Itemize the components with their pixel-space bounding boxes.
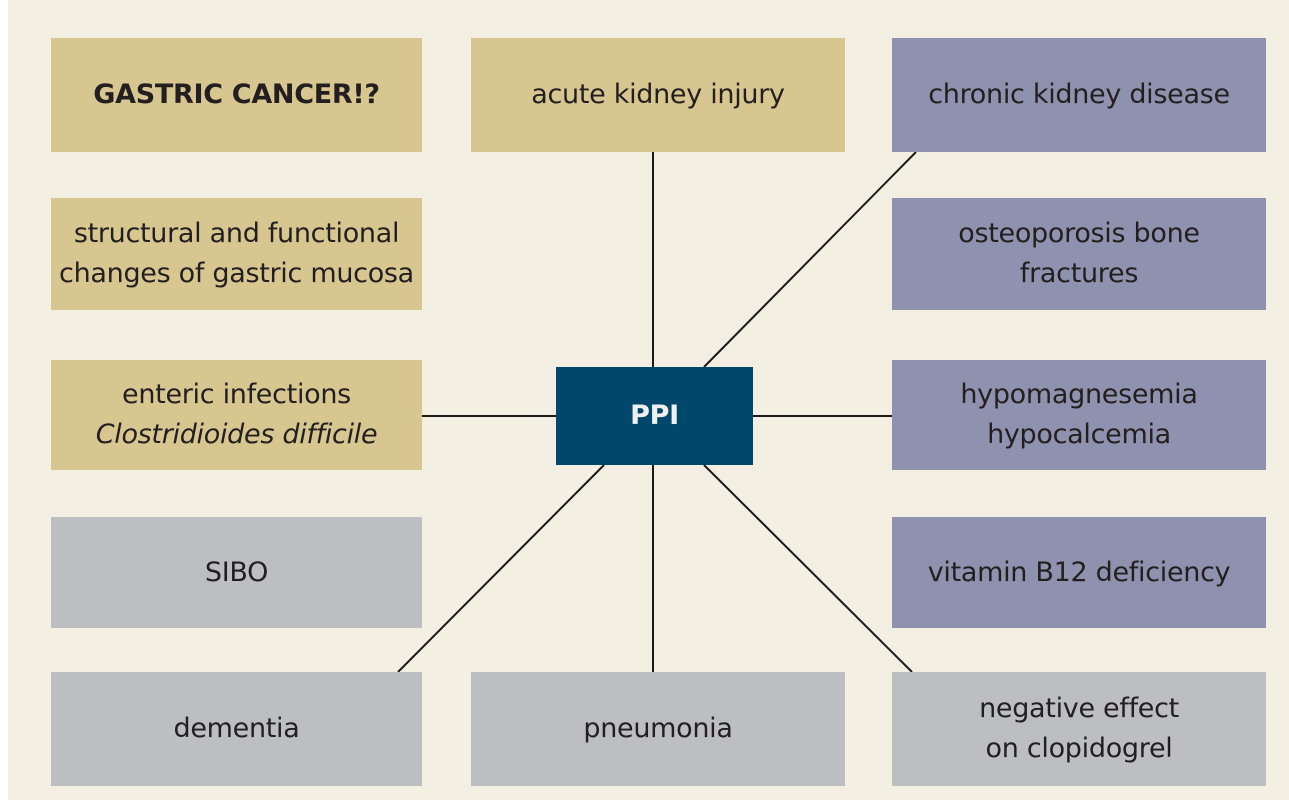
- node-sibo-text: SIBO: [204, 556, 269, 588]
- node-dementia: dementia: [51, 672, 422, 786]
- node-vitamin-b12-text: vitamin B12 deficiency: [927, 556, 1231, 588]
- node-enteric-infections-line-2: Clostridioides difficile: [95, 419, 378, 450]
- node-sibo: SIBO: [51, 517, 422, 628]
- node-osteoporosis: osteoporosis bone fractures: [892, 198, 1266, 310]
- node-pneumonia: pneumonia: [471, 672, 845, 786]
- node-chronic-kidney-disease: chronic kidney disease: [892, 38, 1266, 152]
- node-pneumonia-text: pneumonia: [583, 713, 733, 744]
- node-hypomagnesemia: hypomagnesemia hypocalcemia: [892, 360, 1266, 470]
- node-gastric-cancer-text: GASTRIC CANCER!?: [93, 79, 380, 110]
- node-dementia-text: dementia: [173, 713, 300, 744]
- node-ppi-center: PPI: [556, 367, 753, 465]
- node-clopidogrel: negative effect on clopidogrel: [892, 672, 1266, 786]
- node-acute-kidney-injury-text: acute kidney injury: [531, 79, 785, 110]
- node-gastric-mucosa-line-1: structural and functional: [73, 218, 400, 249]
- node-gastric-mucosa: structural and functional changes of gas…: [51, 198, 422, 310]
- connector-to-clopidogrel: [703, 464, 913, 673]
- node-enteric-infections: enteric infections Clostridioides diffic…: [51, 360, 422, 470]
- node-vitamin-b12: vitamin B12 deficiency: [892, 517, 1266, 628]
- node-chronic-kidney-disease-text: chronic kidney disease: [928, 79, 1230, 110]
- node-acute-kidney-injury: acute kidney injury: [471, 38, 845, 152]
- node-osteoporosis-line-2: fractures: [1019, 258, 1139, 289]
- node-clopidogrel-line-2: on clopidogrel: [985, 733, 1173, 764]
- node-hypomagnesemia-line-1: hypomagnesemia: [960, 379, 1198, 410]
- node-osteoporosis-line-1: osteoporosis bone: [958, 218, 1200, 249]
- connector-to-dementia: [397, 464, 605, 673]
- node-gastric-cancer: GASTRIC CANCER!?: [51, 38, 422, 152]
- node-hypomagnesemia-line-2: hypocalcemia: [987, 419, 1171, 450]
- node-gastric-mucosa-line-2: changes of gastric mucosa: [59, 258, 414, 289]
- node-enteric-infections-line-1: enteric infections: [122, 379, 351, 410]
- connector-to-chronic-kidney-disease: [703, 151, 917, 368]
- node-clopidogrel-line-1: negative effect: [979, 693, 1179, 724]
- node-ppi-center-text: PPI: [630, 400, 679, 431]
